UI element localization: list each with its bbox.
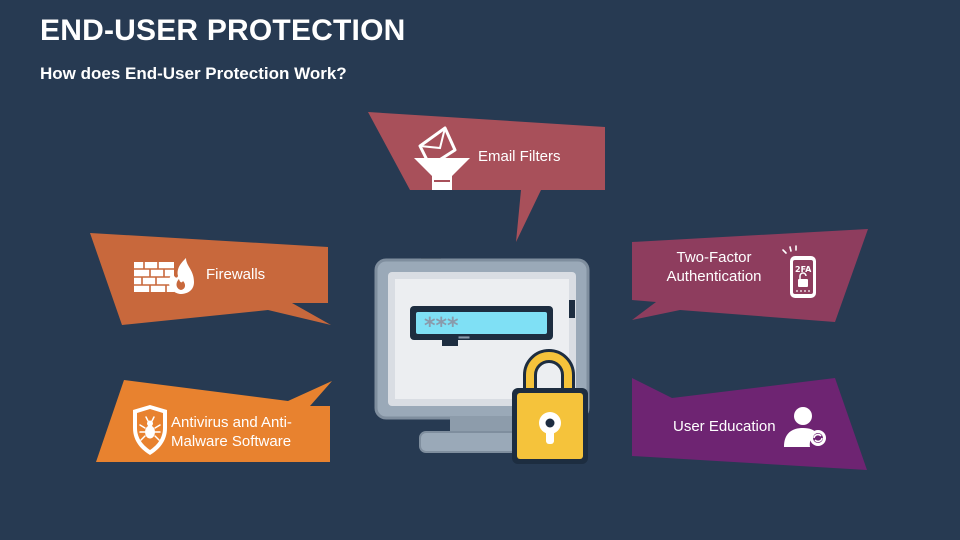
monitor-password-lock-icon: ***_ <box>374 258 590 464</box>
callout-email-filters <box>368 112 605 242</box>
page-title: END-USER PROTECTION <box>40 14 406 47</box>
label-user-education: User Education <box>673 418 776 435</box>
shield-bug-icon <box>133 405 167 455</box>
2fa-phone-icon: 2FA <box>782 245 816 298</box>
firewall-icon <box>134 258 194 294</box>
callout-firewalls <box>90 233 331 325</box>
email-filter-icon <box>414 126 470 190</box>
label-firewalls: Firewalls <box>206 266 266 283</box>
label-two-factor: Two-Factor Authentication <box>666 249 762 285</box>
page-subtitle: How does End-User Protection Work? <box>40 64 347 83</box>
password-glyph: ***_ <box>424 314 470 339</box>
2fa-badge: 2FA <box>795 265 812 274</box>
label-antivirus: Antivirus and Anti-Malware Software <box>171 414 292 450</box>
callout-two-factor <box>632 229 868 322</box>
user-education-icon <box>784 407 826 447</box>
label-email-filters: Email Filters <box>478 148 561 165</box>
